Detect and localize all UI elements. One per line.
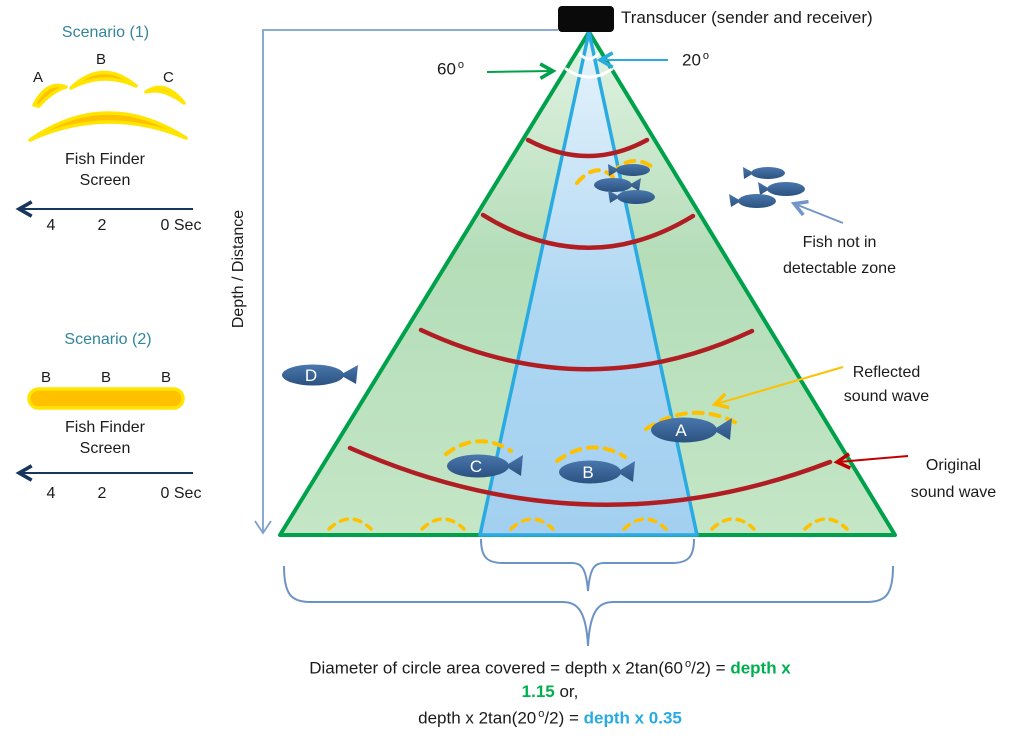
scenario1-echo-blobs bbox=[28, 70, 188, 142]
scenario2-blob-label-3: B bbox=[161, 369, 172, 386]
fish-outside-beam-icon bbox=[729, 167, 805, 208]
formula-l2-or: or, bbox=[554, 681, 579, 701]
formula-l2-value: 1.15 bbox=[521, 681, 555, 701]
diameter-formula: Diameter of circle area covered = depth … bbox=[255, 653, 845, 729]
scenario2-tick-0sec: 0 Sec bbox=[160, 485, 202, 502]
formula-l1-result: depth x bbox=[730, 658, 791, 678]
angle-60-value: 60 bbox=[437, 59, 456, 79]
scenario1-blob-label-b: B bbox=[96, 51, 107, 68]
angle-20-value: 20 bbox=[682, 50, 701, 70]
fish-b-icon: B bbox=[559, 460, 635, 484]
formula-line-2: 1.15 or, bbox=[255, 680, 845, 703]
transducer-icon bbox=[558, 6, 614, 32]
original-sound-wave-arcs bbox=[347, 137, 833, 507]
scenario2-tick-2: 2 bbox=[97, 485, 107, 502]
narrow-beam-cone-20deg bbox=[478, 30, 699, 537]
transducer-label: Transducer (sender and receiver) bbox=[621, 8, 873, 27]
formula-l3-degree: o bbox=[538, 707, 545, 720]
fish-c-label: C bbox=[470, 457, 482, 476]
scenario2-screen-label: Fish Finder Screen bbox=[64, 419, 146, 457]
fish-d-icon: D bbox=[282, 364, 358, 386]
fish-c-icon: C bbox=[447, 454, 523, 478]
angle-60-arrow bbox=[486, 71, 552, 72]
reflected-wave-arrow bbox=[716, 366, 844, 404]
fish-a-icon: A bbox=[651, 417, 732, 443]
formula-l1-equals: /2) = bbox=[691, 658, 731, 678]
scenario1-tick-4: 4 bbox=[46, 217, 56, 234]
scenario1-title: Scenario (1) bbox=[61, 24, 150, 41]
formula-l1-degree: o bbox=[684, 658, 692, 670]
narrow-beam-brace bbox=[480, 538, 695, 592]
angle-arc-20-icon bbox=[578, 52, 600, 61]
reflected-wave-label: Reflected sound wave bbox=[843, 364, 930, 405]
angle-20-degree: o bbox=[702, 50, 710, 62]
scenario2-echo-band bbox=[27, 387, 185, 410]
formula-l1-text: Diameter of circle area covered = depth … bbox=[309, 658, 683, 678]
angle-arc-60-icon bbox=[564, 67, 614, 79]
depth-axis-arrowhead-icon bbox=[254, 520, 272, 535]
scenario1-tick-0sec: 0 Sec bbox=[160, 217, 202, 234]
not-detectable-arrow bbox=[795, 204, 844, 224]
original-wave-label: Original sound wave bbox=[910, 457, 997, 501]
formula-l3-text: depth x 2tan(20 bbox=[418, 708, 537, 728]
formula-line-1: Diameter of circle area covered = depth … bbox=[255, 653, 845, 680]
fish-d-label: D bbox=[305, 366, 317, 385]
not-detectable-label: Fish not in detectable zone bbox=[783, 234, 896, 277]
scenario2-title: Scenario (2) bbox=[64, 331, 152, 348]
fish-a-label: A bbox=[675, 421, 687, 440]
scenario2-blob-label-1: B bbox=[41, 369, 52, 386]
seafloor-reflection-arcs bbox=[327, 517, 849, 531]
scenario2-blob-label-2: B bbox=[101, 369, 112, 386]
scenario1-blob-label-c: C bbox=[163, 69, 174, 86]
scenario2-tick-4: 4 bbox=[46, 485, 56, 502]
wide-beam-brace bbox=[283, 565, 894, 647]
fish-school-icon bbox=[594, 164, 655, 204]
formula-l3-result: depth x 0.35 bbox=[583, 708, 682, 728]
scenario1-tick-2: 2 bbox=[97, 217, 107, 234]
fish-b-label: B bbox=[582, 463, 593, 482]
scenario1-screen-label: Fish Finder Screen bbox=[64, 151, 146, 189]
depth-axis-line bbox=[262, 29, 558, 531]
original-wave-arrow bbox=[838, 456, 909, 462]
angle-60-degree: o bbox=[457, 59, 465, 71]
scenario1-blob-label-a: A bbox=[33, 69, 44, 86]
depth-distance-axis-label: Depth / Distance bbox=[230, 209, 247, 329]
formula-l3-equals: /2) = bbox=[544, 708, 584, 728]
